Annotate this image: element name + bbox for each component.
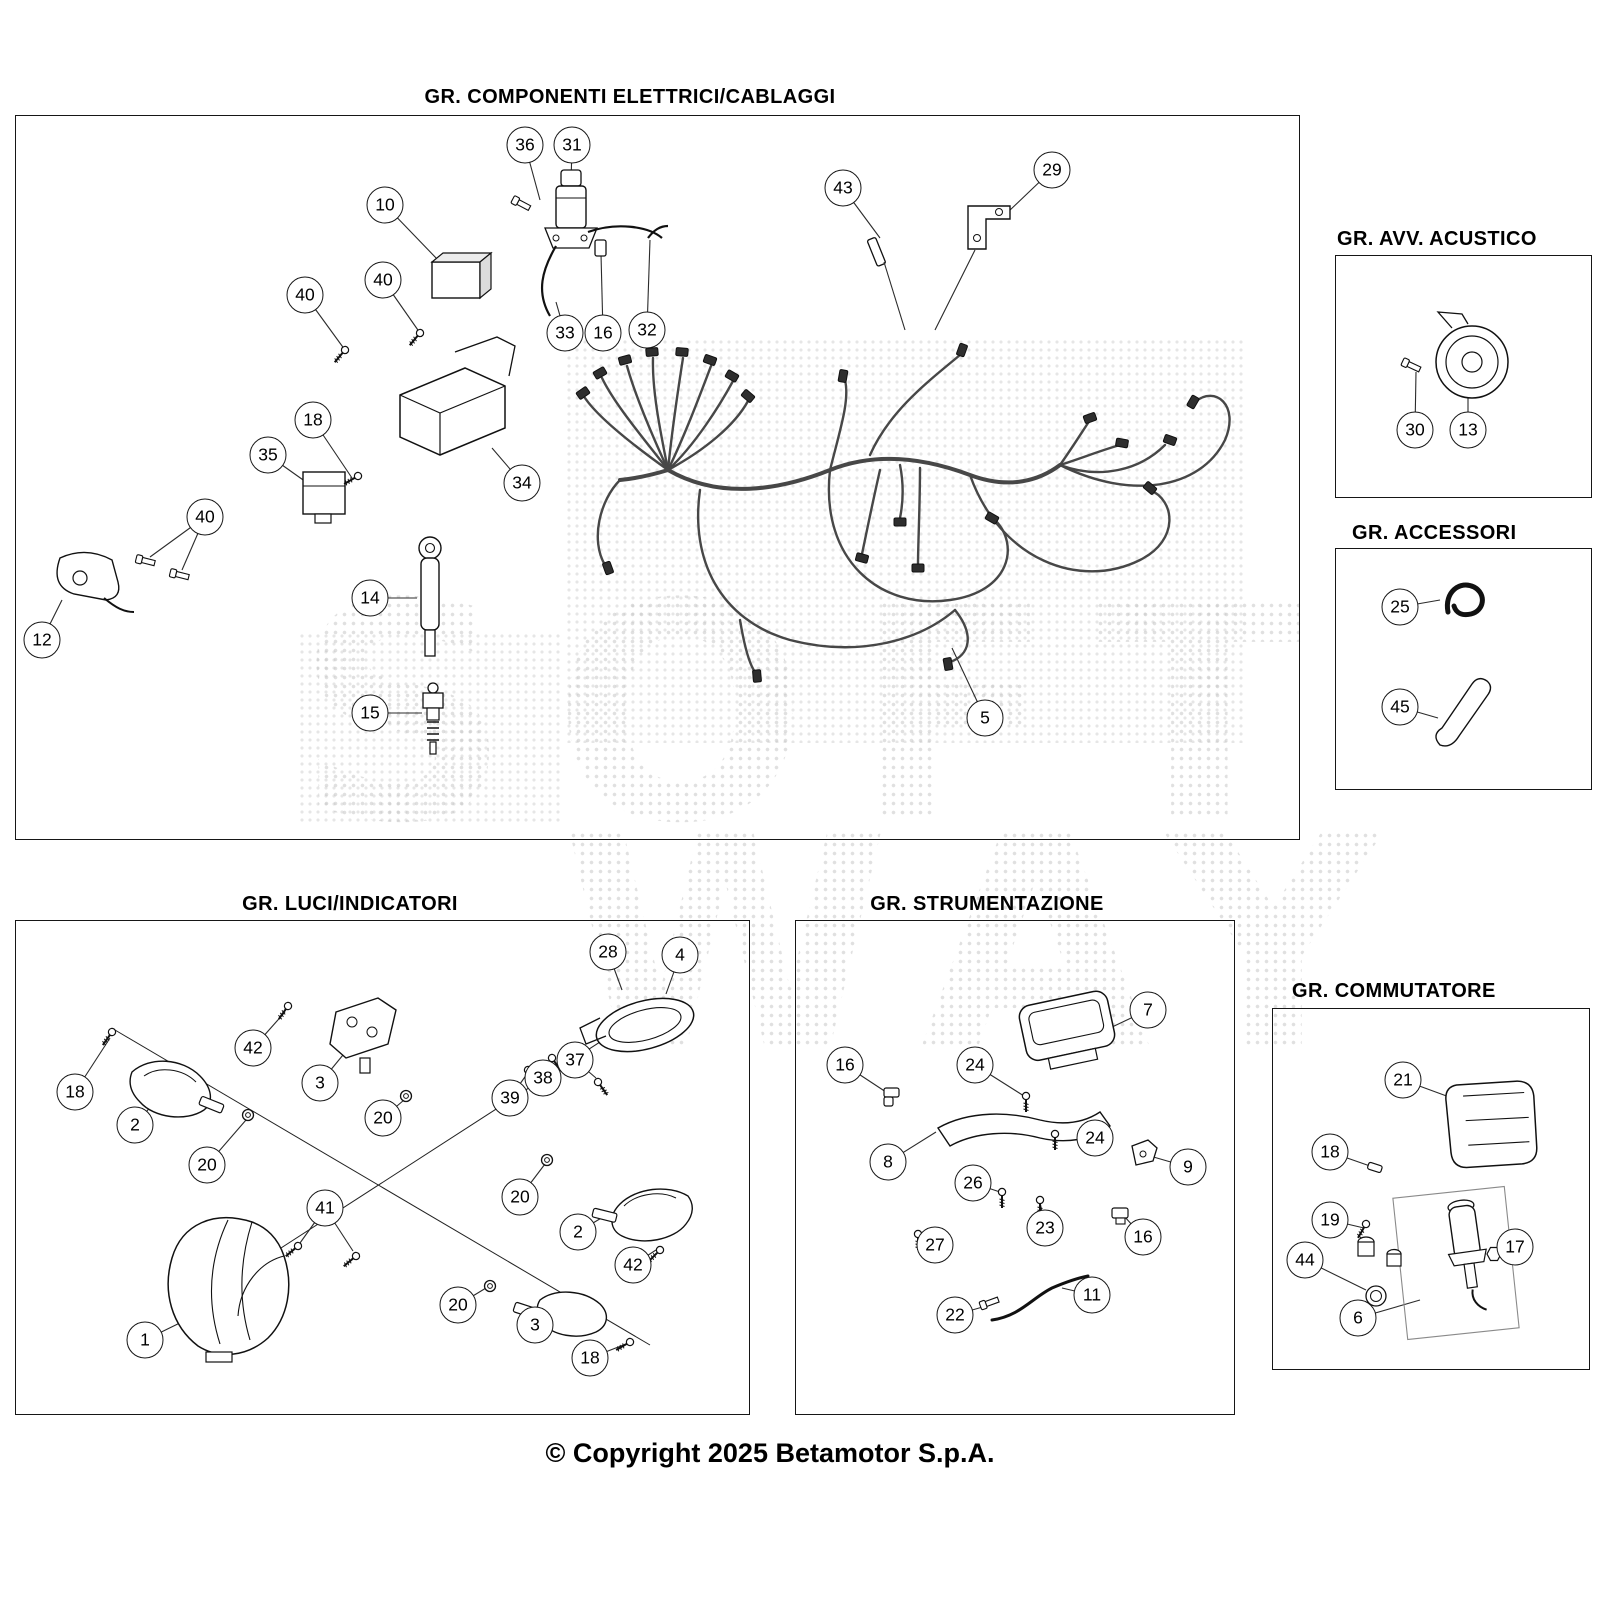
part-ecu [330, 326, 516, 456]
section-title-componenti: GR. COMPONENTI ELETTRICI/CABLAGGI [424, 86, 836, 108]
part-ignition-coil [418, 536, 442, 657]
part-flasher-switch [302, 470, 364, 524]
section-box-commutatore [1272, 1008, 1590, 1370]
strumentazione-small-parts [883, 1087, 1158, 1322]
section-title-strumentazione: GR. STRUMENTAZIONE [870, 893, 1104, 915]
part-dash-bracket [936, 1111, 1111, 1147]
part-side-stand-switch [56, 551, 191, 613]
section-title-accessori: GR. ACCESSORI [1352, 522, 1517, 544]
part-indicator-bottom [512, 1291, 636, 1355]
part-tail-light [521, 997, 695, 1099]
part-bracket-29 [934, 205, 1011, 331]
copyright-text: © Copyright 2025 Betamotor S.p.A. [545, 1438, 995, 1468]
part-key-lock-set [1353, 1161, 1520, 1341]
part-spark-plug [422, 682, 444, 755]
part-horn [1400, 311, 1509, 399]
part-indicator-left [129, 1060, 225, 1118]
part-bracket-3-top [329, 997, 397, 1074]
leader-lines [41, 144, 1516, 1359]
part-indicator-right [591, 1188, 693, 1265]
halftone-patch [298, 632, 563, 822]
part-diode-43 [867, 237, 906, 331]
watermark-text: SOFT [295, 540, 1344, 889]
section-title-commutatore: GR. COMMUTATORE [1292, 980, 1496, 1002]
section-box-componenti [15, 115, 1300, 840]
part-relay [430, 251, 493, 300]
part-instrument-cluster [1018, 990, 1116, 1070]
part-starter-relay [510, 169, 598, 249]
part-clip-hook [1444, 582, 1485, 618]
section-box-luci [15, 920, 750, 1415]
part-hoses [541, 224, 669, 317]
part-switch-housing [1445, 1080, 1538, 1169]
section-title-avv-acustico: GR. AVV. ACUSTICO [1337, 228, 1537, 250]
section-box-avv-acustico [1335, 255, 1592, 498]
section-box-strumentazione [795, 920, 1235, 1415]
part-bracket-strap [1435, 677, 1492, 747]
part-wiring-harness [574, 341, 1231, 684]
section-box-accessori [1335, 548, 1592, 790]
part-headlight [167, 1217, 290, 1363]
section-title-luci: GR. LUCI/INDICATORI [242, 893, 458, 915]
